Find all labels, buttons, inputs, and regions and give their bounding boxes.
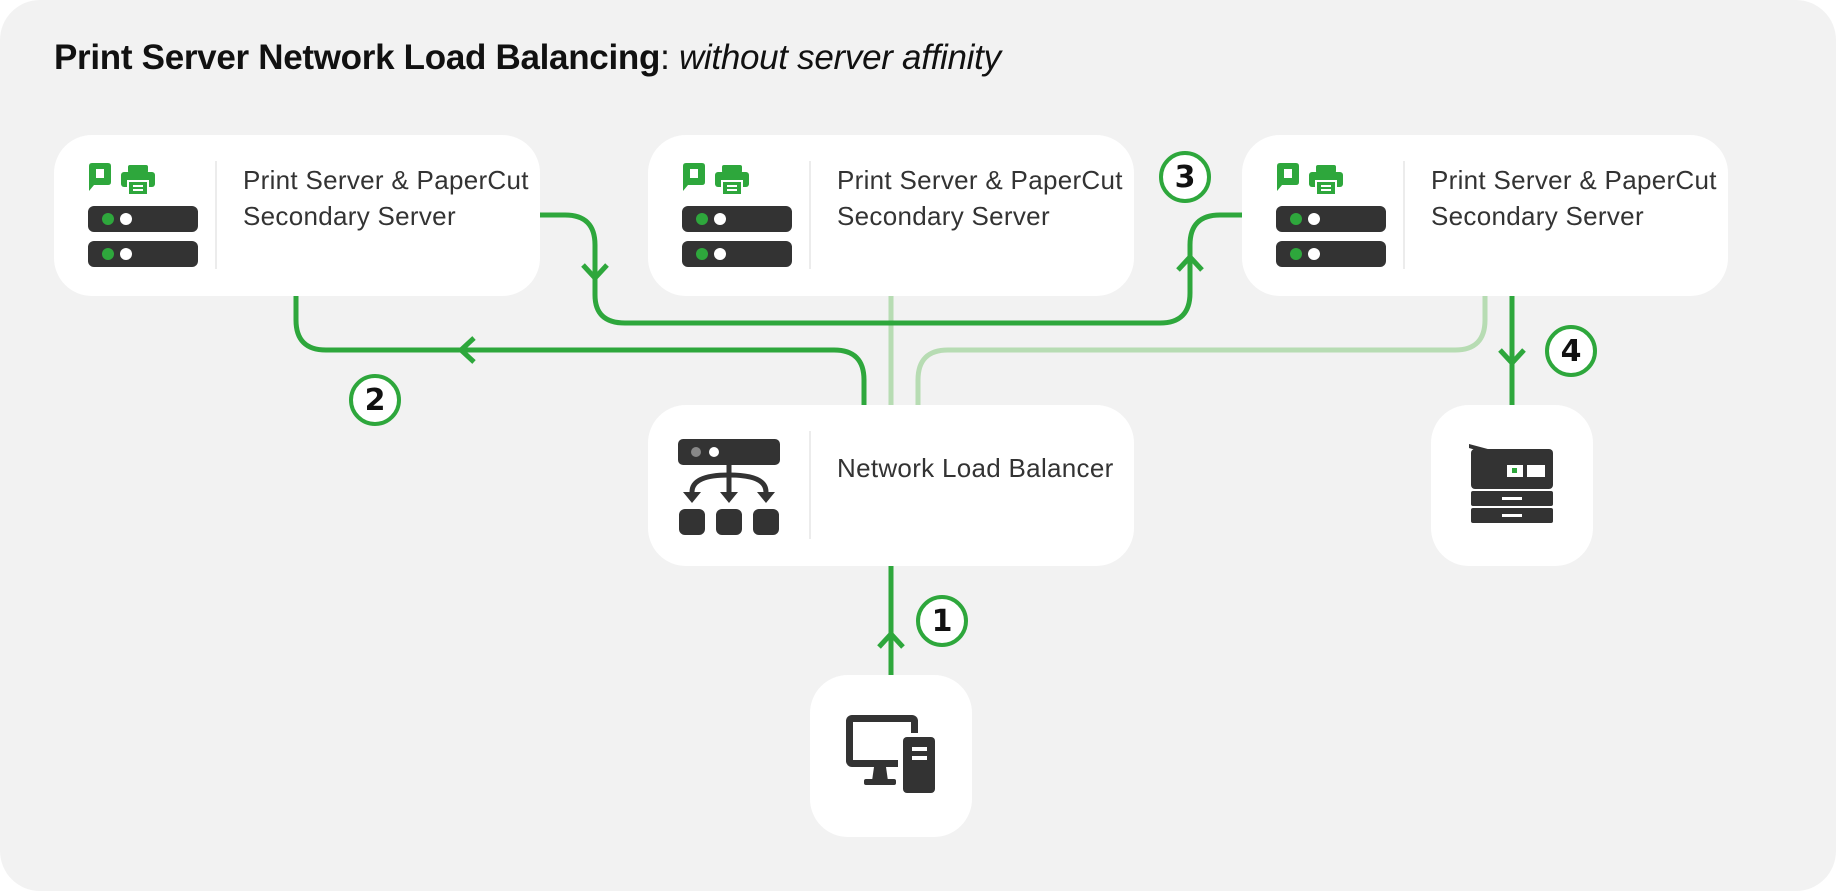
papercut-server-icon xyxy=(1276,163,1386,273)
step-badge-4: 4 xyxy=(1545,325,1597,377)
card-divider xyxy=(809,161,811,269)
step-badge-3: 3 xyxy=(1159,151,1211,203)
title-italic: without server affinity xyxy=(678,38,1001,77)
desktop-computer-icon xyxy=(846,715,938,795)
multifunction-printer-icon xyxy=(1469,441,1555,527)
arrow-down-printer xyxy=(1498,348,1526,366)
title-bold: Print Server Network Load Balancing xyxy=(54,38,661,77)
arrow-left-server-1 xyxy=(458,336,476,364)
step-badge-1: 1 xyxy=(916,595,968,647)
print-server-card-1: Print Server & PaperCut Secondary Server xyxy=(54,135,540,296)
card-divider xyxy=(215,161,217,269)
server-label: Print Server & PaperCut Secondary Server xyxy=(243,165,529,231)
line-nlb-to-server-3-faded xyxy=(915,296,1488,405)
papercut-server-icon xyxy=(682,163,792,273)
network-distribution-icon xyxy=(678,437,788,547)
client-computer-card xyxy=(810,675,972,837)
card-divider xyxy=(809,431,811,539)
arrow-up-nlb xyxy=(877,631,905,649)
step-badge-2: 2 xyxy=(349,374,401,426)
server-label: Print Server & PaperCut Secondary Server xyxy=(1431,165,1717,231)
title-separator: : xyxy=(660,38,670,77)
load-balancer-label: Network Load Balancer xyxy=(837,453,1114,483)
papercut-server-icon xyxy=(88,163,198,273)
diagram-title: Print Server Network Load Balancing: wit… xyxy=(54,38,1001,78)
line-nlb-to-server-1 xyxy=(293,296,867,405)
print-server-card-2: Print Server & PaperCut Secondary Server xyxy=(648,135,1134,296)
printer-card xyxy=(1431,405,1593,566)
line-server-1-to-server-3 xyxy=(540,212,1242,326)
arrow-down-server-1 xyxy=(581,263,609,281)
network-load-balancer-card: Network Load Balancer xyxy=(648,405,1134,566)
arrow-up-server-3 xyxy=(1176,254,1204,272)
print-server-card-3: Print Server & PaperCut Secondary Server xyxy=(1242,135,1728,296)
card-divider xyxy=(1403,161,1405,269)
server-label: Print Server & PaperCut Secondary Server xyxy=(837,165,1123,231)
